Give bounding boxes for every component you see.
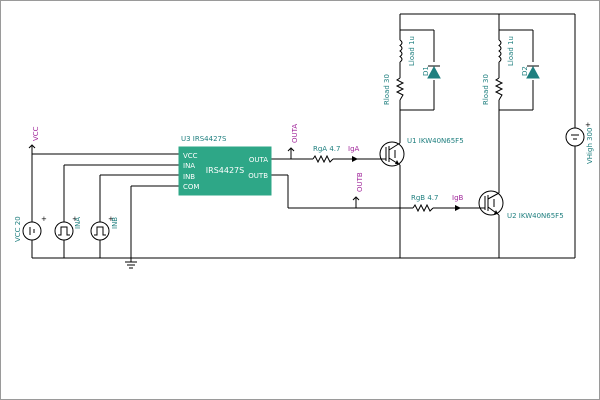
rgb-resistor[interactable] bbox=[412, 203, 434, 213]
net-label-outb[interactable]: OUTB bbox=[352, 172, 364, 208]
inb-source-plus: + bbox=[108, 215, 114, 223]
igb-probe-label: IgB bbox=[452, 194, 464, 202]
igb-probe-arrow bbox=[455, 205, 461, 211]
rload2-resistor-zigzag bbox=[494, 77, 504, 101]
rload2-resistor[interactable] bbox=[494, 77, 504, 101]
net-flag-outa-arrow bbox=[287, 147, 295, 152]
ic-pin-outa: OUTA bbox=[249, 156, 268, 164]
inb-source-label: INB bbox=[111, 217, 119, 229]
u2-igbt[interactable] bbox=[477, 190, 504, 216]
rload1-resistor-zigzag bbox=[395, 77, 405, 101]
net-label-vcc[interactable]: VCC bbox=[28, 126, 40, 154]
d2-triangle bbox=[526, 65, 540, 79]
d1-triangle bbox=[427, 65, 441, 79]
u1-igbt-label: U1 IKW40N65F5 bbox=[407, 137, 464, 145]
iga-probe-arrow bbox=[352, 156, 358, 162]
d1-diode-label: D1 bbox=[422, 66, 430, 76]
rgb-resistor-zigzag bbox=[412, 203, 434, 213]
vcc-source-plus: + bbox=[41, 215, 47, 223]
lload1-inductor-label: Lload 1u bbox=[408, 36, 416, 66]
net-flag-outb-arrow bbox=[352, 196, 360, 201]
net-label-outa[interactable]: OUTA bbox=[287, 124, 299, 159]
iga-probe-label: IgA bbox=[348, 145, 360, 153]
ina-source-circle bbox=[54, 221, 74, 241]
ic-body bbox=[178, 146, 272, 196]
vcc-source-label: VCC 20 bbox=[14, 216, 22, 242]
ic-pin-ina: INA bbox=[183, 162, 195, 170]
inb-pulse-icon bbox=[94, 226, 106, 236]
vhigh-source-label: VHigh 300 bbox=[586, 128, 594, 164]
net-label-outb-text: OUTB bbox=[356, 172, 364, 192]
net-flag-vcc-arrow bbox=[28, 144, 36, 149]
u2-igbt-circle bbox=[478, 190, 504, 216]
rload2-resistor-label: Rload 30 bbox=[482, 74, 490, 105]
d1-diode[interactable] bbox=[427, 65, 441, 79]
u2-igbt-label: U2 IKW40N65F5 bbox=[507, 212, 564, 220]
ina-source-plus: + bbox=[72, 215, 78, 223]
ground-icon bbox=[125, 261, 137, 269]
ic-pin-vcc: VCC bbox=[183, 152, 198, 160]
ic-reference-label: U3 IRS4427S bbox=[181, 135, 227, 143]
rga-resistor-label: RgA 4.7 bbox=[313, 145, 340, 153]
u2-collector-lead bbox=[487, 192, 500, 200]
gate-driver-ic[interactable]: VCC INA INB COM OUTA OUTB IRS4427S bbox=[178, 146, 272, 196]
iga-probe[interactable] bbox=[352, 156, 358, 162]
ic-body-text: IRS4427S bbox=[206, 166, 244, 175]
inb-source-circle bbox=[90, 221, 110, 241]
net-label-vcc-text: VCC bbox=[32, 126, 40, 141]
ic-pin-com: COM bbox=[183, 183, 199, 191]
u1-collector-lead bbox=[388, 142, 401, 151]
ina-pulse-icon bbox=[58, 226, 70, 236]
lload1-inductor[interactable] bbox=[399, 39, 403, 63]
net-label-outa-text: OUTA bbox=[291, 124, 299, 143]
u2-emitter-arrow bbox=[494, 210, 498, 214]
vcc-source[interactable]: + bbox=[22, 215, 47, 241]
d2-diode[interactable] bbox=[526, 65, 540, 79]
vcc-source-circle bbox=[22, 221, 42, 241]
ic-pin-outb: OUTB bbox=[248, 172, 268, 180]
ina-source[interactable]: + bbox=[54, 215, 78, 241]
rga-resistor-zigzag bbox=[312, 154, 334, 164]
inb-source[interactable]: + bbox=[90, 215, 114, 241]
u1-igbt-circle bbox=[379, 141, 405, 167]
igb-probe[interactable] bbox=[455, 205, 461, 211]
u1-emitter-arrow bbox=[395, 160, 399, 164]
ic-pin-inb: INB bbox=[183, 173, 195, 181]
lload2-coil bbox=[498, 39, 502, 63]
lload2-inductor[interactable] bbox=[498, 39, 502, 63]
u1-igbt[interactable] bbox=[378, 141, 405, 167]
ina-source-label: INA bbox=[74, 217, 82, 229]
vhigh-source[interactable]: + bbox=[565, 121, 591, 147]
lload2-inductor-label: Lload 1u bbox=[507, 36, 515, 66]
rga-resistor[interactable] bbox=[312, 154, 334, 164]
d2-diode-label: D2 bbox=[521, 66, 529, 76]
vhigh-source-plus: + bbox=[585, 121, 591, 129]
rload1-resistor[interactable] bbox=[395, 77, 405, 101]
wires bbox=[31, 13, 576, 262]
rload1-resistor-label: Rload 30 bbox=[383, 74, 391, 105]
vhigh-source-circle bbox=[565, 127, 585, 147]
lload1-coil bbox=[399, 39, 403, 63]
rgb-resistor-label: RgB 4.7 bbox=[411, 194, 438, 202]
